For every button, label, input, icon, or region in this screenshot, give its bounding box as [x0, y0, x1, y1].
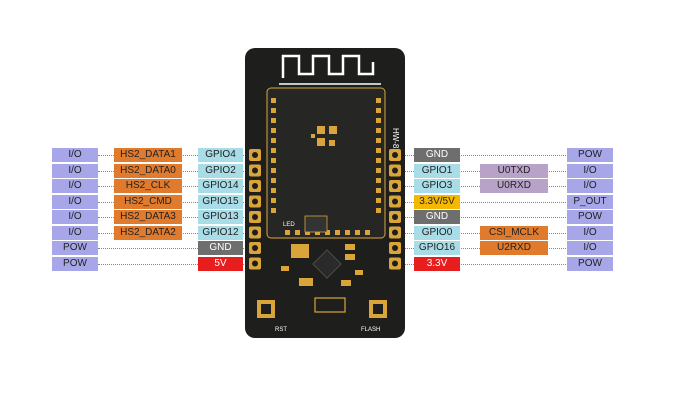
connector-line: [398, 201, 610, 203]
right-pin-label: GND: [414, 148, 460, 162]
rst-label: RST: [275, 327, 287, 333]
left-alt-label: HS2_DATA3: [114, 210, 182, 224]
left-func-label: I/O: [52, 179, 98, 193]
left-func-label: I/O: [52, 194, 98, 209]
led-label: LED: [283, 222, 295, 228]
left-header-pins: [249, 149, 261, 270]
left-pin-label: GPIO4: [198, 148, 243, 162]
left-func-label: I/O: [52, 210, 98, 224]
left-pin-label: GPIO14: [198, 179, 243, 193]
right-pin-label: GND: [414, 210, 460, 224]
connector-line: [398, 217, 610, 218]
flash-label: FLASH: [361, 327, 380, 333]
right-pin-label: GPIO1: [414, 163, 460, 178]
qr-mark: [311, 126, 337, 146]
connector-line: [98, 248, 256, 249]
right-func-label: I/O: [567, 225, 613, 240]
right-pin-label: GPIO16: [414, 241, 460, 255]
right-func-label: P_OUT: [567, 194, 613, 209]
right-func-label: POW: [567, 256, 613, 271]
left-pin-label: GPIO12: [198, 225, 243, 240]
right-pin-label: GPIO0: [414, 225, 460, 240]
right-func-label: I/O: [567, 179, 613, 193]
left-alt-label: HS2_CMD: [114, 194, 182, 209]
right-alt-label: U0RXD: [480, 179, 548, 193]
left-pin-label: GPIO13: [198, 210, 243, 224]
left-pin-label: GPIO2: [198, 163, 243, 178]
left-alt-label: HS2_DATA1: [114, 148, 182, 162]
board-model-label: HW-818: [391, 128, 400, 158]
right-alt-label: CSI_MCLK: [480, 225, 548, 240]
right-pin-label: 3.3V: [414, 256, 460, 271]
module-pads: [271, 98, 381, 235]
right-pin-label: 3.3V/5V: [414, 194, 460, 209]
lower-components: [281, 215, 363, 313]
left-func-label: I/O: [52, 225, 98, 240]
left-pin-label: GPIO15: [198, 194, 243, 209]
left-func-label: POW: [52, 241, 98, 255]
connector-line: [398, 263, 610, 265]
right-pin-label: GPIO3: [414, 179, 460, 193]
flash-led: [369, 300, 387, 318]
left-func-label: I/O: [52, 148, 98, 162]
connector-line: [98, 263, 256, 265]
right-header-pins: [389, 149, 401, 270]
esp32-cam-board: HW-818 LED RST FLASH: [245, 48, 405, 338]
left-pin-label: 5V: [198, 256, 243, 271]
pcb-antenna: [279, 54, 381, 85]
connector-line: [398, 155, 610, 156]
left-func-label: I/O: [52, 163, 98, 178]
right-func-label: POW: [567, 210, 613, 224]
right-alt-label: U0TXD: [480, 163, 548, 178]
left-alt-label: HS2_CLK: [114, 179, 182, 193]
right-func-label: I/O: [567, 241, 613, 255]
left-alt-label: HS2_DATA0: [114, 163, 182, 178]
right-func-label: I/O: [567, 163, 613, 178]
right-func-label: POW: [567, 148, 613, 162]
right-alt-label: U2RXD: [480, 241, 548, 255]
left-func-label: POW: [52, 256, 98, 271]
rst-button: [257, 300, 275, 318]
left-alt-label: HS2_DATA2: [114, 225, 182, 240]
left-pin-label: GND: [198, 241, 243, 255]
module-shield: [266, 87, 386, 239]
